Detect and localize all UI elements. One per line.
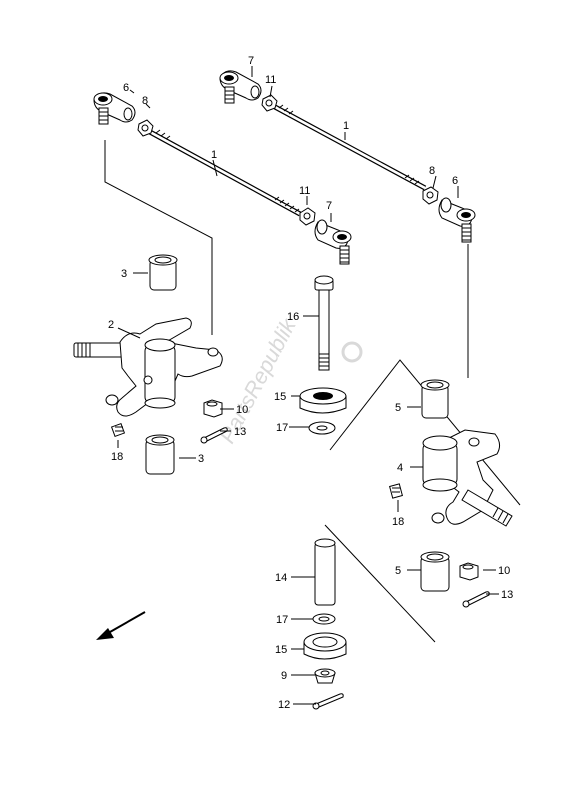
tie-rod-end-right-lower[interactable] xyxy=(438,197,476,243)
washer-17-lower[interactable] xyxy=(312,613,336,625)
bushing-3-upper[interactable] xyxy=(148,254,178,291)
callout-15: 15 xyxy=(275,644,287,656)
callout-15: 15 xyxy=(274,391,286,403)
callout-5: 5 xyxy=(395,565,401,577)
nut-9[interactable] xyxy=(314,668,336,684)
callout-8: 8 xyxy=(142,95,148,107)
callout-18: 18 xyxy=(392,516,404,528)
steering-knuckle-right[interactable] xyxy=(422,429,513,527)
bolt-18-right[interactable] xyxy=(389,483,403,499)
cup-15-lower[interactable] xyxy=(303,632,347,660)
callout-10: 10 xyxy=(236,404,248,416)
nut-10-right[interactable] xyxy=(459,562,479,581)
callout-3: 3 xyxy=(198,453,204,465)
callout-4: 4 xyxy=(397,462,403,474)
watermark-gear-icon xyxy=(341,341,363,363)
tie-rod-right[interactable] xyxy=(273,104,427,191)
callout-14: 14 xyxy=(275,572,287,584)
nut-10-left[interactable] xyxy=(203,399,223,418)
callouts: 1 1 2 3 3 4 5 5 6 6 7 7 8 8 9 10 10 11 1… xyxy=(108,55,513,711)
tie-rod-end-right-upper[interactable] xyxy=(219,70,262,104)
callout-5: 5 xyxy=(395,402,401,414)
callout-10: 10 xyxy=(498,565,510,577)
callout-13: 13 xyxy=(234,426,246,438)
nut-11-right[interactable] xyxy=(261,94,278,112)
cotter-pin-12[interactable] xyxy=(312,693,344,710)
callout-16: 16 xyxy=(287,311,299,323)
callout-17: 17 xyxy=(276,614,288,626)
tie-rod-end-left-lower[interactable] xyxy=(314,219,352,265)
callout-7: 7 xyxy=(248,55,254,67)
nut-11-left[interactable] xyxy=(299,207,316,226)
callout-2: 2 xyxy=(108,319,114,331)
leader-line xyxy=(104,140,213,335)
callout-13: 13 xyxy=(501,589,513,601)
bushing-5-lower[interactable] xyxy=(420,551,450,592)
callout-8: 8 xyxy=(429,165,435,177)
cup-15-upper[interactable] xyxy=(299,387,347,414)
nut-8-right[interactable] xyxy=(422,186,439,205)
callout-1: 1 xyxy=(211,149,217,161)
bushing-3-lower[interactable] xyxy=(145,434,175,475)
callout-11: 11 xyxy=(299,185,310,197)
tie-rod-left[interactable] xyxy=(148,129,302,217)
leader-lines xyxy=(117,66,499,705)
washer-17-upper[interactable] xyxy=(308,421,336,435)
callout-6: 6 xyxy=(452,175,458,187)
callout-1: 1 xyxy=(343,120,349,132)
cotter-pin-13-right[interactable] xyxy=(462,591,490,608)
callout-9: 9 xyxy=(281,670,287,682)
steering-knuckle-left[interactable] xyxy=(73,317,223,417)
callout-11: 11 xyxy=(265,74,276,86)
direction-arrow-icon xyxy=(96,611,146,640)
callout-6: 6 xyxy=(123,82,129,94)
callout-17: 17 xyxy=(276,422,288,434)
tie-rod-end-left-upper[interactable] xyxy=(93,92,136,125)
bolt-18-left[interactable] xyxy=(110,422,126,438)
collar-14[interactable] xyxy=(314,538,336,606)
callout-7: 7 xyxy=(326,200,332,212)
callout-3: 3 xyxy=(121,268,127,280)
callout-18: 18 xyxy=(111,451,123,463)
bushing-5-upper[interactable] xyxy=(420,379,450,419)
bolt-16[interactable] xyxy=(314,275,334,371)
callout-12: 12 xyxy=(278,699,290,711)
nut-8-left[interactable] xyxy=(137,119,154,137)
